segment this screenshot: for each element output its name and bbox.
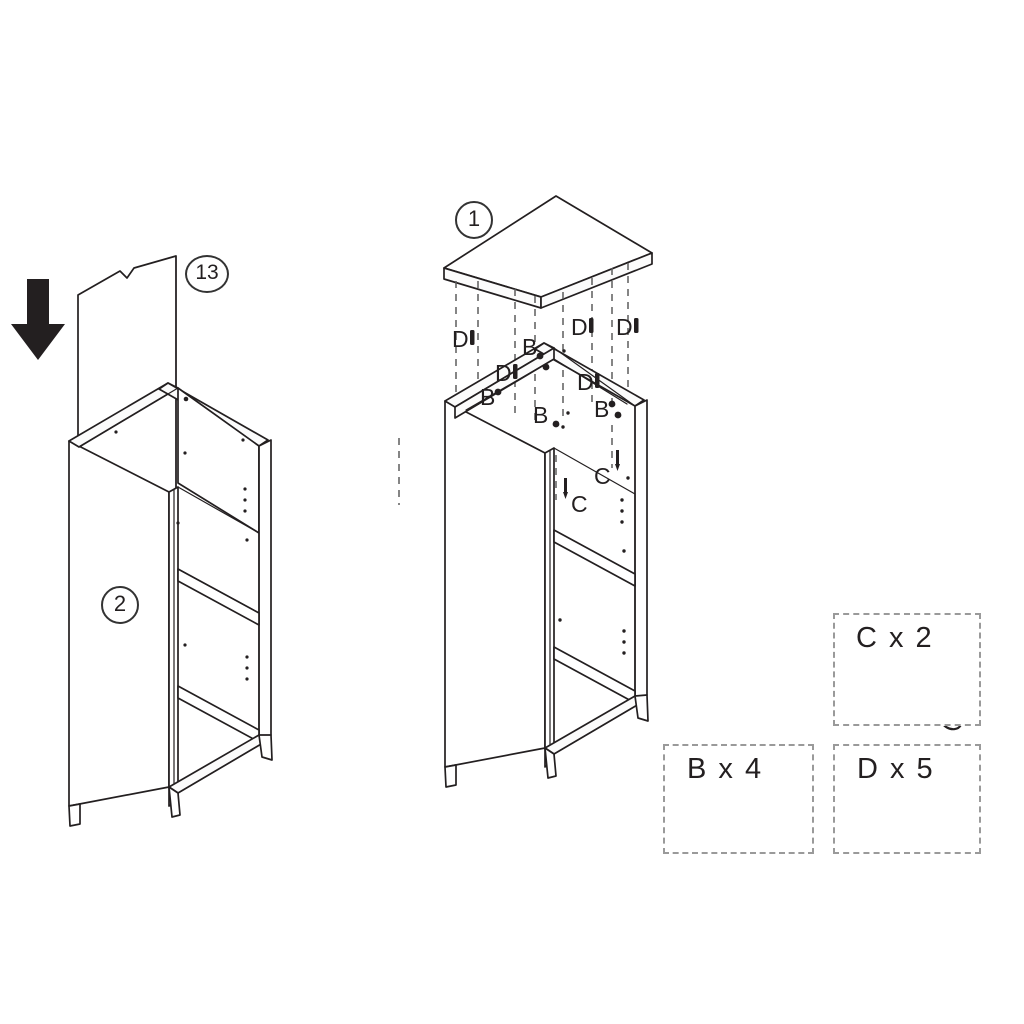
- cabinet-interior-right-wall: [177, 486, 260, 736]
- legend-label-c: C x 2: [856, 622, 934, 654]
- right-cabinet-front-post: [544, 447, 555, 768]
- callout-d-1: D: [452, 326, 469, 352]
- legend-box-b: [663, 744, 814, 854]
- right-cabinet-left-side: [444, 400, 546, 768]
- down-arrow-icon: [11, 279, 65, 360]
- alignment-guides: [398, 263, 629, 505]
- right-cabinet-top-rim: [444, 342, 645, 419]
- cabinet-leg-left: [68, 803, 81, 827]
- legend-label-b: B x 4: [687, 753, 764, 785]
- cabinet-lower-shelf: [177, 685, 260, 743]
- right-cabinet-bottom-rail: [544, 695, 645, 755]
- callout-d-2: D: [571, 314, 588, 340]
- cam-lock-markers: [494, 352, 622, 428]
- right-cabinet-lower-shelf: [553, 646, 636, 704]
- right-cabinet-leg-left: [444, 764, 457, 788]
- callout-b-2: B: [480, 384, 496, 410]
- right-cabinet-right-side: [634, 399, 648, 703]
- dowel-markers: [470, 318, 639, 388]
- top-panel: [443, 195, 653, 309]
- legend-box-d: [833, 744, 981, 854]
- cabinet-right-side-panel: [258, 439, 272, 743]
- callout-d-3: D: [616, 314, 633, 340]
- cabinet-front-post: [168, 486, 179, 807]
- right-cabinet-leg-right: [634, 694, 649, 722]
- cabinet-leg-front: [168, 786, 181, 818]
- right-cabinet-upper-shelf: [553, 529, 636, 587]
- left-assembly-figure: [11, 255, 273, 827]
- legend-box-c: [833, 613, 981, 726]
- legend-label-d: D x 5: [857, 753, 935, 785]
- callout-c-2: C: [594, 463, 611, 489]
- callout-d-4: D: [495, 360, 512, 386]
- right-cabinet-leg-front: [544, 747, 557, 779]
- callout-d-5: D: [577, 369, 594, 395]
- callout-b-1: B: [522, 334, 538, 360]
- cabinet-bottom-rail: [168, 734, 269, 794]
- step-number-1: 1: [455, 201, 493, 239]
- callout-c-1: C: [571, 491, 588, 517]
- callout-b-3: B: [533, 402, 549, 428]
- right-cabinet-interior: [553, 447, 636, 696]
- callout-b-4: B: [594, 396, 610, 422]
- cabinet-leg-right: [258, 734, 273, 761]
- step-number-2: 2: [101, 586, 139, 624]
- right-assembly-figure: [398, 195, 653, 788]
- cabinet-upper-shelf: [177, 568, 260, 626]
- screw-markers: [563, 450, 620, 499]
- panel-number-13: 13: [185, 255, 229, 293]
- left-figure-hardware-holes: [114, 396, 249, 681]
- right-figure-hardware-holes: [558, 349, 630, 655]
